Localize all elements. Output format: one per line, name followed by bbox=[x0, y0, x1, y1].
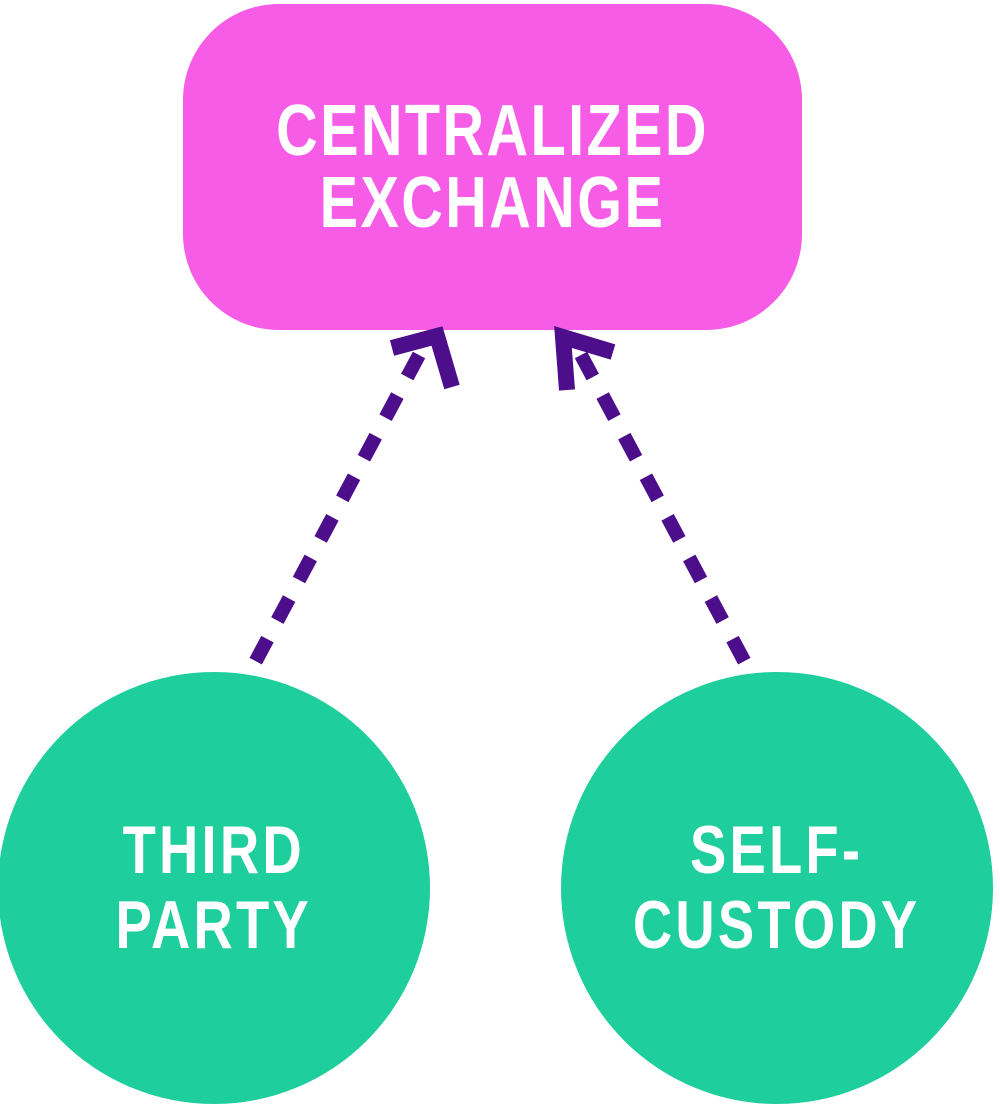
centralized-exchange-label: CENTRALIZED EXCHANGE bbox=[276, 95, 709, 239]
node-self-custody: SELF- CUSTODY bbox=[561, 672, 993, 1104]
self-custody-label-line1: SELF- bbox=[690, 812, 864, 888]
exchange-label-line1: CENTRALIZED bbox=[276, 91, 709, 171]
self-custody-label-line2: CUSTODY bbox=[633, 887, 921, 963]
third-party-label-line1: THIRD bbox=[122, 812, 306, 888]
third-party-label-line2: PARTY bbox=[115, 887, 313, 963]
third-party-label: THIRD PARTY bbox=[116, 813, 312, 963]
arrowhead-third-party-to-exchange bbox=[389, 326, 460, 390]
node-centralized-exchange: CENTRALIZED EXCHANGE bbox=[183, 4, 802, 330]
self-custody-label: SELF- CUSTODY bbox=[633, 813, 920, 963]
node-third-party: THIRD PARTY bbox=[0, 672, 430, 1104]
exchange-label-line2: EXCHANGE bbox=[319, 163, 666, 243]
arrow-line-self-custody-to-exchange bbox=[574, 351, 756, 674]
arrowhead-self-custody-to-exchange bbox=[554, 325, 616, 391]
arrow-line-third-party-to-exchange bbox=[244, 351, 426, 674]
